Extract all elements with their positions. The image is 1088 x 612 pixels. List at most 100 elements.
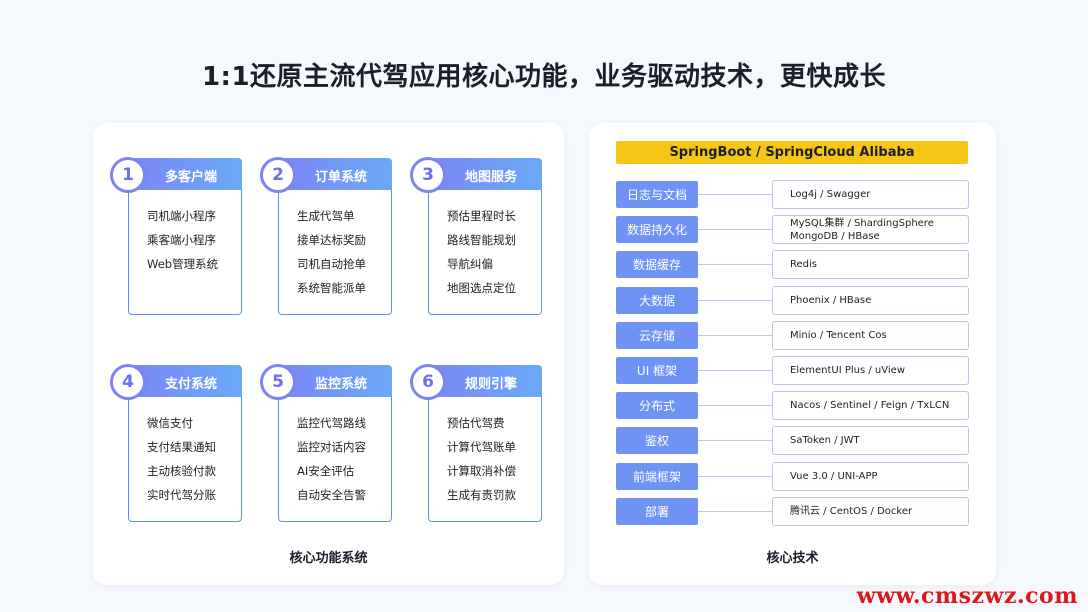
core-tech-caption: 核心技术 bbox=[766, 551, 819, 566]
feature-card-title: 监控系统 bbox=[315, 377, 368, 392]
tech-connector bbox=[698, 299, 772, 301]
feature-card-number: 6 bbox=[410, 364, 446, 400]
tech-value-box: Vue 3.0 / UNI-APP bbox=[772, 461, 969, 491]
tech-category: 分布式 bbox=[616, 392, 698, 420]
core-tech-panel: SpringBoot / SpringCloud Alibaba 日志与文档 Lo… bbox=[589, 123, 996, 585]
tech-row: 云存储 Minio / Tencent Cos bbox=[616, 320, 969, 350]
tech-row: 前端框架 Vue 3.0 / UNI-APP bbox=[616, 461, 969, 491]
feature-card-item: AI安全评估 bbox=[297, 464, 355, 478]
tech-value: Redis bbox=[790, 259, 817, 271]
feature-card-item: 司机端小程序 bbox=[147, 209, 216, 223]
core-features-caption: 核心功能系统 bbox=[289, 551, 368, 566]
feature-card-item: 支付结果通知 bbox=[147, 440, 216, 454]
watermark-text: www.cmszwz.com bbox=[856, 583, 1078, 609]
feature-card-number: 1 bbox=[110, 157, 146, 193]
feature-card-item: 微信支付 bbox=[147, 416, 193, 430]
feature-card-header: 多客户端 bbox=[127, 158, 242, 190]
feature-card-item: 监控对话内容 bbox=[297, 440, 366, 454]
tech-category: UI 框架 bbox=[616, 357, 698, 384]
tech-value: ElementUI Plus / uView bbox=[790, 365, 905, 376]
tech-value: Nacos / Sentinel / Feign / TxLCN bbox=[790, 400, 950, 412]
tech-value: Vue 3.0 / UNI-APP bbox=[790, 470, 878, 482]
tech-connector bbox=[698, 264, 772, 266]
feature-card-item: 生成有责罚款 bbox=[447, 488, 516, 502]
tech-category: 鉴权 bbox=[616, 427, 698, 455]
tech-row: UI 框架 ElementUI Plus / uView bbox=[616, 356, 969, 385]
feature-card-item: 计算代驾账单 bbox=[447, 440, 516, 454]
tech-value-box: Log4j / Swagger bbox=[772, 180, 969, 209]
tech-value: Minio / Tencent Cos bbox=[790, 329, 887, 341]
feature-card-item: 路线智能规划 bbox=[447, 233, 516, 247]
tech-value-box: Nacos / Sentinel / Feign / TxLCN bbox=[772, 391, 969, 421]
tech-value: MySQL集群 / ShardingSphere bbox=[790, 217, 934, 229]
feature-card-item: 监控代驾路线 bbox=[297, 416, 366, 430]
feature-card-item: 自动安全告警 bbox=[297, 488, 366, 502]
tech-connector bbox=[698, 334, 772, 336]
feature-card: 多客户端 1 司机端小程序乘客端小程序 Web管理系统 bbox=[110, 157, 242, 315]
feature-card-number: 3 bbox=[410, 157, 446, 193]
tech-value-box: 腾讯云 / CentOS / Docker bbox=[772, 496, 969, 526]
feature-card-number: 2 bbox=[260, 157, 296, 193]
tech-row: 分布式 Nacos / Sentinel / Feign / TxLCN bbox=[616, 391, 969, 421]
tech-value-box: Minio / Tencent Cos bbox=[772, 320, 969, 350]
tech-connector bbox=[698, 370, 772, 371]
tech-value: 腾讯云 / CentOS / Docker bbox=[790, 505, 913, 517]
feature-card-item: 计算取消补偿 bbox=[447, 464, 516, 478]
tech-row: 数据缓存 Redis bbox=[616, 250, 969, 280]
feature-card-title: 订单系统 bbox=[315, 170, 368, 185]
framework-banner: SpringBoot / SpringCloud Alibaba bbox=[616, 141, 968, 164]
tech-category: 数据缓存 bbox=[616, 251, 698, 279]
feature-card: 监控系统 5 监控代驾路线监控对话内容 AI安全评估自动安全告警 bbox=[260, 364, 392, 522]
feature-card-item: 乘客端小程序 bbox=[147, 233, 216, 247]
tech-value-box: Phoenix / HBase bbox=[772, 285, 969, 315]
tech-category: 日志与文档 bbox=[616, 181, 698, 208]
feature-card-item: 主动核验付款 bbox=[147, 464, 216, 478]
feature-card-item: 实时代驾分账 bbox=[147, 488, 216, 502]
tech-category: 云存储 bbox=[616, 321, 698, 349]
tech-category: 大数据 bbox=[616, 286, 698, 314]
tech-connector bbox=[698, 440, 772, 442]
feature-card-item: Web管理系统 bbox=[147, 257, 219, 271]
feature-card-item: 生成代驾单 bbox=[297, 209, 355, 223]
feature-card-item: 地图选点定位 bbox=[447, 281, 516, 295]
tech-connector bbox=[698, 194, 772, 195]
tech-category: 部署 bbox=[616, 497, 698, 525]
feature-card-item: 预估里程时长 bbox=[447, 209, 516, 223]
tech-connector bbox=[698, 229, 772, 231]
feature-card-list: 监控代驾路线监控对话内容 AI安全评估自动安全告警 bbox=[297, 416, 366, 512]
feature-card-number: 4 bbox=[110, 364, 146, 400]
feature-card-item: 司机自动抢单 bbox=[297, 257, 366, 271]
feature-card-number: 5 bbox=[260, 364, 296, 400]
feature-card-header: 规则引擎 bbox=[427, 365, 542, 397]
feature-card-title: 多客户端 bbox=[165, 170, 218, 185]
feature-card-list: 预估代驾费计算代驾账单计算取消补偿生成有责罚款 bbox=[447, 416, 516, 512]
tech-value: MongoDB / HBase bbox=[790, 230, 880, 242]
feature-card-header: 地图服务 bbox=[427, 158, 542, 190]
feature-card-header: 监控系统 bbox=[277, 365, 392, 397]
tech-connector bbox=[698, 405, 772, 407]
tech-row: 鉴权 SaToken / JWT bbox=[616, 426, 969, 456]
tech-value: Phoenix / HBase bbox=[790, 294, 872, 306]
feature-card-list: 司机端小程序乘客端小程序 Web管理系统 bbox=[147, 209, 218, 281]
tech-category: 数据持久化 bbox=[616, 216, 698, 244]
feature-card-item: 系统智能派单 bbox=[297, 281, 366, 295]
feature-card-header: 支付系统 bbox=[127, 365, 242, 397]
tech-category: 前端框架 bbox=[616, 462, 698, 490]
tech-value-box: SaToken / JWT bbox=[772, 426, 969, 456]
tech-connector bbox=[698, 475, 772, 477]
feature-card-title: 支付系统 bbox=[165, 377, 218, 392]
feature-card-list: 微信支付支付结果通知主动核验付款实时代驾分账 bbox=[147, 416, 216, 512]
feature-card-item: 接单达标奖励 bbox=[297, 233, 366, 247]
tech-row: 日志与文档 Log4j / Swagger bbox=[616, 180, 969, 209]
feature-card-title: 规则引擎 bbox=[465, 377, 518, 392]
tech-connector bbox=[698, 510, 772, 512]
feature-card-item: 导航纠偏 bbox=[447, 257, 493, 271]
feature-card-list: 生成代驾单接单达标奖励司机自动抢单系统智能派单 bbox=[297, 209, 366, 305]
